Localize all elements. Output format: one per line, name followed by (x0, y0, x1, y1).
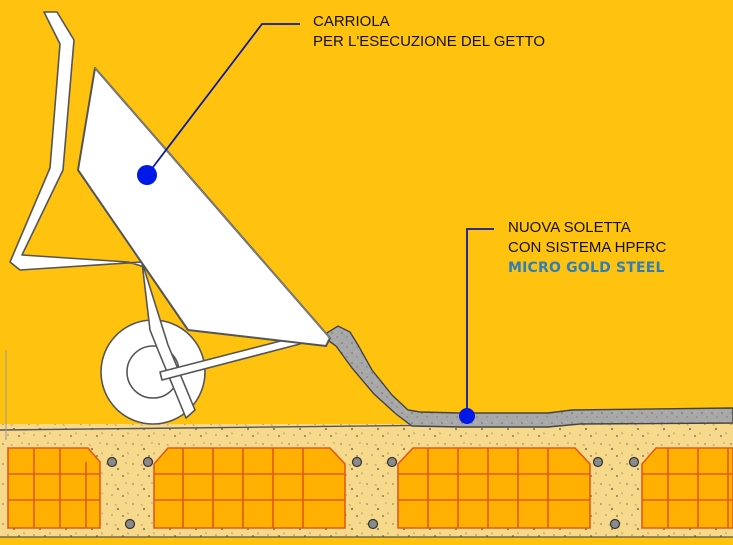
rebar-dot-icon (592, 456, 604, 468)
rebar-dot-icon (124, 518, 136, 530)
wheelbarrow-callout (137, 23, 300, 185)
wheelbarrow-frame (141, 261, 196, 419)
slab-label: NUOVA SOLETTA CON SISTEMA HPFRC MICRO GO… (508, 218, 666, 278)
slab-label-brand: MICRO GOLD STEEL (508, 260, 665, 276)
hollow-clay-block (641, 447, 733, 529)
slab-underside (0, 537, 733, 545)
leader-line (146, 23, 300, 176)
hollow-clay-block (7, 447, 101, 529)
hollow-clay-block-row (7, 447, 733, 529)
rebar-dot-icon (142, 456, 154, 468)
wheelbarrow-icon (9, 11, 331, 425)
hollow-clay-block (153, 447, 346, 529)
rebar-dots (106, 456, 640, 530)
new-slab-hpfrc (320, 325, 733, 428)
hollow-clay-block (397, 447, 591, 529)
wheelbarrow-label-line2: PER L'ESECUZIONE DEL GETTO (313, 33, 546, 50)
slab-callout (459, 228, 494, 424)
slab-label-line2: CON SISTEMA HPFRC (508, 239, 667, 256)
rebar-dot-icon (609, 518, 621, 530)
rebar-dot-icon (367, 518, 379, 530)
callout-marker (459, 408, 475, 424)
slab-label-line1: NUOVA SOLETTA (508, 219, 631, 236)
leader-line (466, 228, 494, 416)
rebar-dot-icon (106, 456, 118, 468)
rebar-dot-icon (386, 456, 398, 468)
wheelbarrow-label: CARRIOLA PER L'ESECUZIONE DEL GETTO (313, 12, 545, 52)
wheelbarrow-label-line1: CARRIOLA (313, 13, 390, 30)
screed-layer (0, 424, 733, 545)
callout-marker (137, 165, 157, 185)
wheelbarrow-tray (77, 67, 331, 347)
rebar-dot-icon (351, 456, 363, 468)
rebar-dot-icon (628, 456, 640, 468)
